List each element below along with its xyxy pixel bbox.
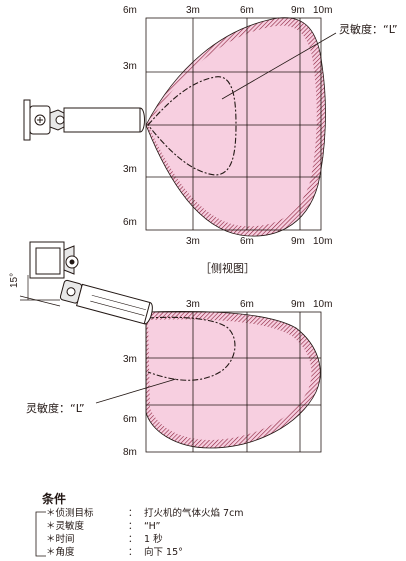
side-view-caption: ［侧视图］	[200, 261, 255, 275]
top-left-3m-lower: 3m	[123, 164, 137, 175]
top-inner-zone	[148, 25, 317, 227]
top-bottom-10m: 10m	[313, 236, 332, 247]
cond-value-target: 打火机的气体火焰 7cm	[144, 507, 244, 519]
top-detection-diagram: 6m 3m 6m 9m 10m 3m 3m 6m 3m 6m 9m 10m 灵敏…	[123, 5, 398, 275]
cond-key-target: ＊侦测目标	[46, 507, 94, 519]
bottom-sensitivity-label: 灵敏度：“L”	[26, 401, 85, 415]
cond-key-time: ＊时间	[46, 533, 75, 545]
bottom-axis-3m: 3m	[186, 299, 200, 310]
top-bottom-6m: 6m	[240, 236, 254, 247]
conditions-bracket	[35, 511, 46, 557]
cond-sep-target: ：	[128, 508, 138, 519]
bottom-leader-line	[95, 378, 177, 404]
cond-value-angle: 向下 15°	[144, 546, 183, 558]
cond-value-time: 1 秒	[144, 533, 163, 545]
top-bottom-9m: 9m	[291, 236, 305, 247]
top-axis-6m-left: 6m	[123, 5, 137, 16]
bottom-inner-zone	[148, 319, 312, 440]
top-bottom-3m: 3m	[186, 236, 200, 247]
bottom-left-6m: 6m	[123, 414, 137, 425]
bottom-axis-6m: 6m	[240, 299, 254, 310]
bottom-left-8m: 8m	[123, 447, 137, 458]
top-left-3m-upper: 3m	[123, 61, 137, 72]
cond-sep-sensitivity: ：	[128, 521, 138, 532]
top-leader-line	[221, 32, 337, 100]
top-l-contour	[147, 76, 237, 176]
top-sensitivity-label: 灵敏度：“L”	[339, 22, 398, 36]
cond-value-sensitivity: “H”	[144, 521, 160, 532]
tilt-angle-label: 15°	[9, 273, 20, 288]
top-axis-3m: 3m	[186, 5, 200, 16]
conditions-title: 条件	[41, 491, 66, 506]
bottom-axis-9m: 9m	[291, 299, 305, 310]
top-left-6m-lower: 6m	[123, 217, 137, 228]
cond-sep-time: ：	[128, 534, 138, 545]
top-axis-10m: 10m	[313, 5, 332, 16]
sensor-side-view-icon	[23, 99, 145, 141]
cond-key-sensitivity: ＊灵敏度	[46, 520, 85, 532]
sensor-tilted-icon	[19, 241, 153, 325]
cond-sep-angle: ：	[128, 547, 138, 558]
conditions-block: 条件 ＊侦测目标 ： 打火机的气体火焰 7cm ＊灵敏度 ： “H” ＊时间 ：…	[35, 491, 244, 558]
bottom-left-3m: 3m	[123, 354, 137, 365]
top-grid	[145, 17, 322, 231]
top-axis-9m: 9m	[291, 5, 305, 16]
top-axis-6m: 6m	[240, 5, 254, 16]
bottom-detection-diagram: 3m 6m 9m 10m 3m 6m 8m 灵敏度：“L”	[26, 299, 332, 458]
cond-key-angle: ＊角度	[46, 546, 75, 558]
bottom-grid	[145, 311, 322, 453]
bottom-axis-10m: 10m	[313, 299, 332, 310]
